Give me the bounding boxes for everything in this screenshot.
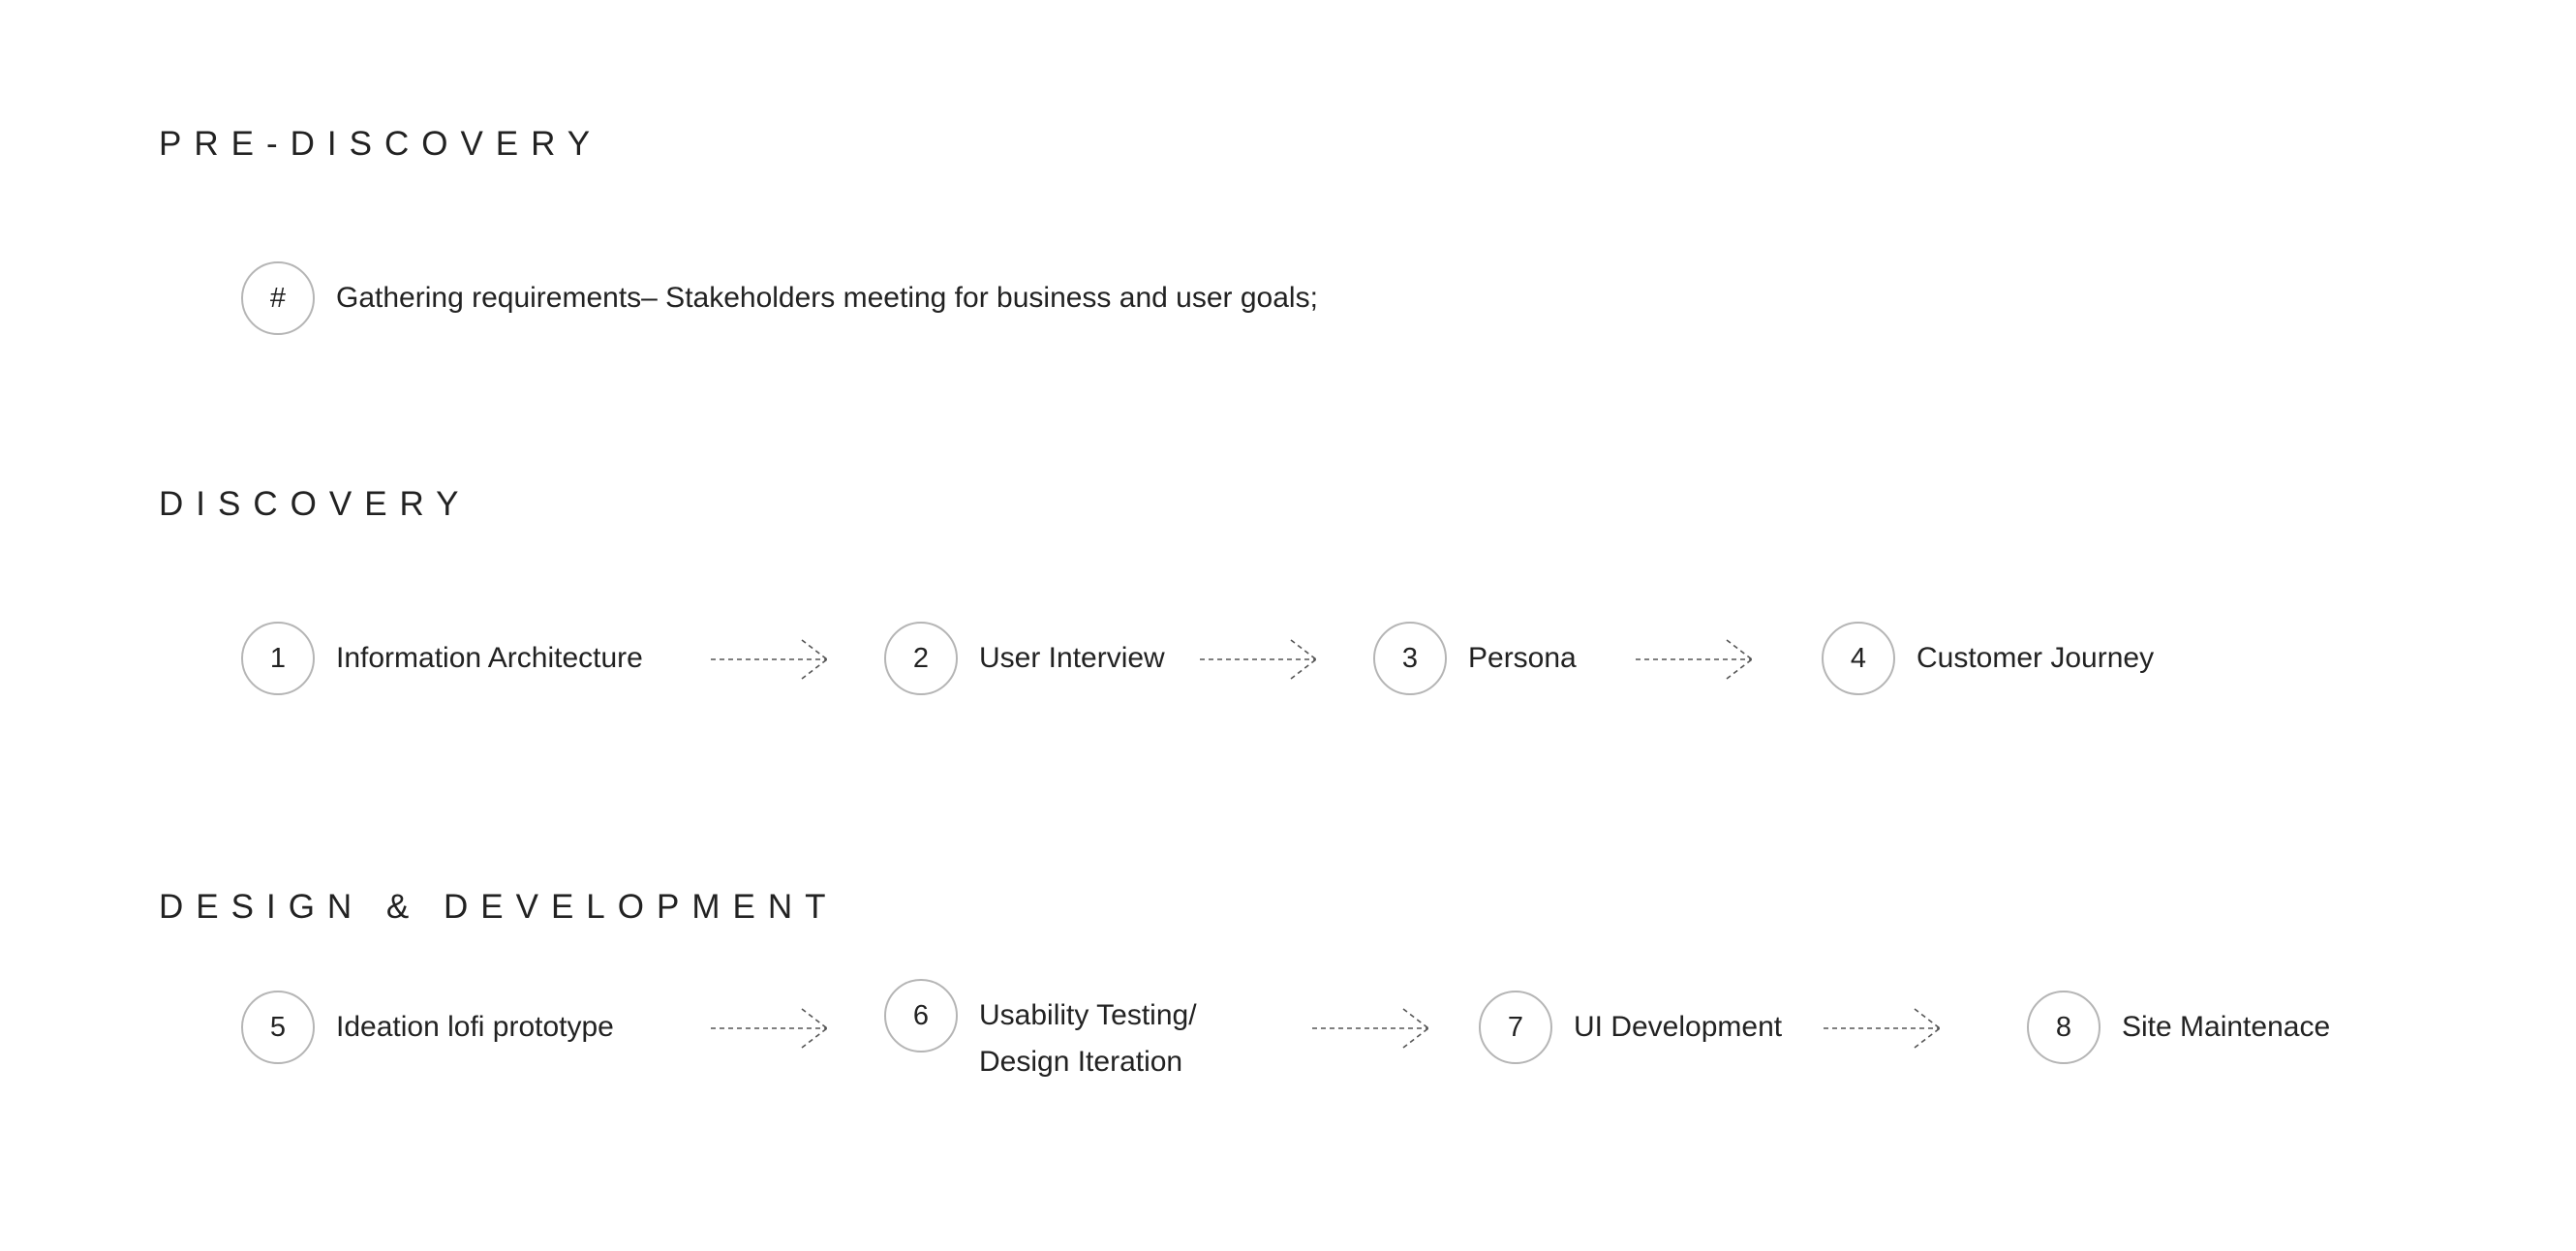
step-customer-journey: 4 Customer Journey	[1822, 622, 2154, 695]
step-label: Ideation lofi prototype	[336, 1011, 614, 1043]
dashed-right-arrow-icon	[1200, 639, 1317, 680]
step-label: Customer Journey	[1917, 642, 2155, 674]
step-number-circle: 8	[2027, 991, 2101, 1064]
dashed-right-arrow-icon	[711, 639, 828, 680]
dashed-right-arrow-icon	[1636, 639, 1753, 680]
step-label: User Interview	[979, 642, 1165, 674]
step-ideation-lofi-prototype: 5 Ideation lofi prototype	[241, 991, 614, 1064]
section-title-design-development: DESIGN & DEVELOPMENT	[159, 888, 839, 926]
step-number-circle: 3	[1373, 622, 1447, 695]
step-site-maintenance: 8 Site Maintenace	[2027, 991, 2330, 1064]
step-number-circle: #	[241, 261, 315, 335]
step-information-architecture: 1 Information Architecture	[241, 622, 643, 695]
step-number-circle: 6	[884, 979, 958, 1053]
step-label: Site Maintenace	[2122, 1011, 2331, 1043]
step-usability-testing: 6 Usability Testing/ Design Iteration	[884, 979, 1197, 1085]
step-number-circle: 2	[884, 622, 958, 695]
step-number-circle: 5	[241, 991, 315, 1064]
section-title-pre-discovery: PRE-DISCOVERY	[159, 125, 603, 163]
step-label: Information Architecture	[336, 642, 643, 674]
step-label: Gathering requirements– Stakeholders mee…	[336, 282, 1318, 314]
step-persona: 3 Persona	[1373, 622, 1577, 695]
dashed-right-arrow-icon	[711, 1008, 828, 1049]
step-number-circle: 4	[1822, 622, 1895, 695]
step-number-circle: 1	[241, 622, 315, 695]
dashed-right-arrow-icon	[1312, 1008, 1429, 1049]
step-user-interview: 2 User Interview	[884, 622, 1165, 695]
step-label: Usability Testing/ Design Iteration	[979, 999, 1197, 1078]
step-label: UI Development	[1574, 1011, 1783, 1043]
step-ui-development: 7 UI Development	[1479, 991, 1782, 1064]
section-title-discovery: DISCOVERY	[159, 485, 472, 523]
step-label: Persona	[1468, 642, 1577, 674]
step-number-circle: 7	[1479, 991, 1552, 1064]
step-gathering-requirements: # Gathering requirements– Stakeholders m…	[241, 261, 1318, 335]
dashed-right-arrow-icon	[1824, 1008, 1941, 1049]
